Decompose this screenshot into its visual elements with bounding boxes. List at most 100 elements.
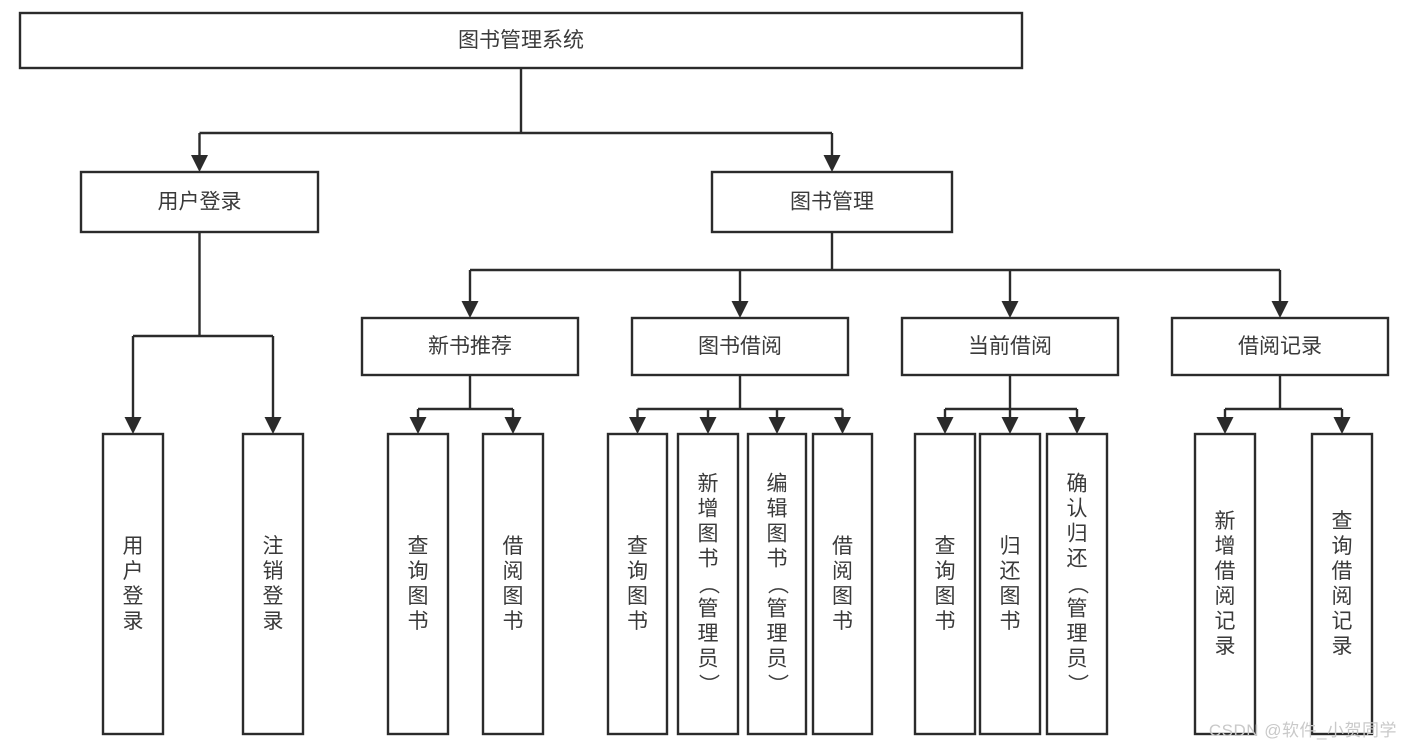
- svg-text:增: 增: [698, 498, 719, 521]
- svg-text:书: 书: [408, 610, 429, 633]
- node-box-leaf-add-record[interactable]: [1193, 432, 1257, 736]
- svg-text:户: 户: [123, 560, 144, 583]
- svg-text:录: 录: [263, 610, 284, 633]
- node-box-leaf-add-book[interactable]: [676, 432, 740, 736]
- arrowhead-icon-leaf-query-book-2: [629, 417, 646, 434]
- node-box-new-book-recommend[interactable]: [360, 316, 580, 377]
- node-box-borrow-record[interactable]: [1170, 316, 1390, 377]
- svg-text:借: 借: [503, 535, 524, 558]
- node-box-leaf-borrow-book-1[interactable]: [481, 432, 545, 736]
- arrowhead-icon-current-borrow: [1001, 301, 1019, 318]
- node-box-book-manage[interactable]: [710, 170, 954, 234]
- svg-text:注: 注: [263, 535, 284, 558]
- node-box-leaf-query-record[interactable]: [1310, 432, 1374, 736]
- node-box-leaf-logout-login[interactable]: [241, 432, 305, 736]
- arrowhead-icon-book-borrow: [731, 301, 749, 318]
- arrowhead-icon-leaf-user-login: [124, 417, 142, 434]
- node-box-root[interactable]: [18, 11, 1024, 70]
- node-label-current-borrow: 当前借阅: [968, 335, 1052, 358]
- arrowhead-icon-leaf-query-book-1: [409, 417, 427, 434]
- node-box-leaf-query-book-1[interactable]: [386, 432, 450, 736]
- node-box-leaf-edit-book[interactable]: [746, 432, 808, 736]
- svg-text:认: 认: [1067, 498, 1088, 521]
- node-label-borrow-record: 借阅记录: [1238, 335, 1322, 358]
- svg-text:录: 录: [1215, 635, 1236, 658]
- svg-text:书: 书: [1000, 610, 1021, 633]
- svg-text:图: 图: [503, 585, 524, 608]
- svg-text:员: 员: [698, 648, 719, 671]
- node-box-leaf-query-book-2[interactable]: [606, 432, 669, 736]
- svg-text:管: 管: [698, 598, 719, 621]
- arrowhead-icon-leaf-query-record: [1333, 417, 1351, 434]
- svg-text:）: ）: [1066, 674, 1089, 695]
- svg-text:录: 录: [123, 610, 144, 633]
- svg-text:图: 图: [627, 585, 648, 608]
- arrowhead-icon-leaf-edit-book: [768, 417, 786, 434]
- node-label-root: 图书管理系统: [458, 29, 584, 52]
- svg-text:借: 借: [1332, 560, 1353, 583]
- svg-text:书: 书: [935, 610, 956, 633]
- node-box-leaf-confirm-return[interactable]: [1045, 432, 1109, 736]
- svg-text:书: 书: [503, 610, 524, 633]
- svg-text:管: 管: [767, 598, 788, 621]
- svg-text:书: 书: [698, 548, 719, 571]
- arrowhead-icon-leaf-return-book: [1001, 417, 1019, 434]
- svg-text:理: 理: [698, 623, 719, 646]
- svg-text:（: （: [1066, 574, 1089, 595]
- svg-text:图: 图: [1000, 585, 1021, 608]
- svg-text:询: 询: [1332, 535, 1353, 558]
- svg-text:登: 登: [263, 585, 284, 608]
- svg-text:理: 理: [1067, 623, 1088, 646]
- svg-text:（: （: [697, 574, 720, 595]
- svg-text:询: 询: [935, 560, 956, 583]
- arrowhead-icon-leaf-confirm-return: [1068, 417, 1086, 434]
- arrowhead-icon-leaf-logout-login: [264, 417, 282, 434]
- arrowhead-icon-user-login: [191, 155, 208, 172]
- svg-text:员: 员: [767, 648, 788, 671]
- arrowhead-icon-leaf-borrow-book-2: [834, 417, 851, 434]
- svg-text:图: 图: [408, 585, 429, 608]
- node-box-leaf-query-book-3[interactable]: [913, 432, 977, 736]
- svg-text:）: ）: [766, 674, 789, 695]
- svg-text:图: 图: [698, 523, 719, 546]
- svg-text:书: 书: [627, 610, 648, 633]
- svg-text:借: 借: [832, 535, 853, 558]
- svg-text:登: 登: [123, 585, 144, 608]
- node-label-leaf-user-login: 用户登录: [123, 535, 144, 633]
- svg-text:员: 员: [1067, 648, 1088, 671]
- svg-text:增: 增: [1215, 535, 1236, 558]
- svg-text:阅: 阅: [832, 560, 853, 583]
- svg-text:辑: 辑: [767, 498, 788, 521]
- svg-text:编: 编: [767, 473, 788, 496]
- svg-text:确: 确: [1067, 473, 1088, 496]
- svg-text:查: 查: [408, 535, 429, 558]
- node-box-leaf-return-book[interactable]: [978, 432, 1042, 736]
- node-box-book-borrow[interactable]: [630, 316, 850, 377]
- node-box-leaf-user-login[interactable]: [101, 432, 165, 736]
- svg-text:查: 查: [627, 535, 648, 558]
- node-label-new-book-recommend: 新书推荐: [428, 335, 512, 358]
- node-labels: 图书管理系统用户登录图书管理新书推荐图书借阅当前借阅借阅记录用户登录注销登录查询…: [123, 29, 1353, 695]
- svg-text:）: ）: [697, 674, 720, 695]
- node-label-book-manage: 图书管理: [790, 191, 874, 214]
- svg-text:销: 销: [263, 560, 284, 583]
- svg-text:记: 记: [1332, 610, 1353, 633]
- node-box-leaf-borrow-book-2[interactable]: [811, 432, 874, 736]
- svg-text:归: 归: [1000, 535, 1021, 558]
- svg-text:书: 书: [767, 548, 788, 571]
- node-box-current-borrow[interactable]: [900, 316, 1120, 377]
- svg-text:还: 还: [1000, 560, 1021, 583]
- svg-text:查: 查: [935, 535, 956, 558]
- svg-text:录: 录: [1332, 635, 1353, 658]
- svg-text:记: 记: [1215, 610, 1236, 633]
- node-box-user-login[interactable]: [79, 170, 320, 234]
- svg-text:询: 询: [408, 560, 429, 583]
- arrowhead-icon-borrow-record: [1271, 301, 1289, 318]
